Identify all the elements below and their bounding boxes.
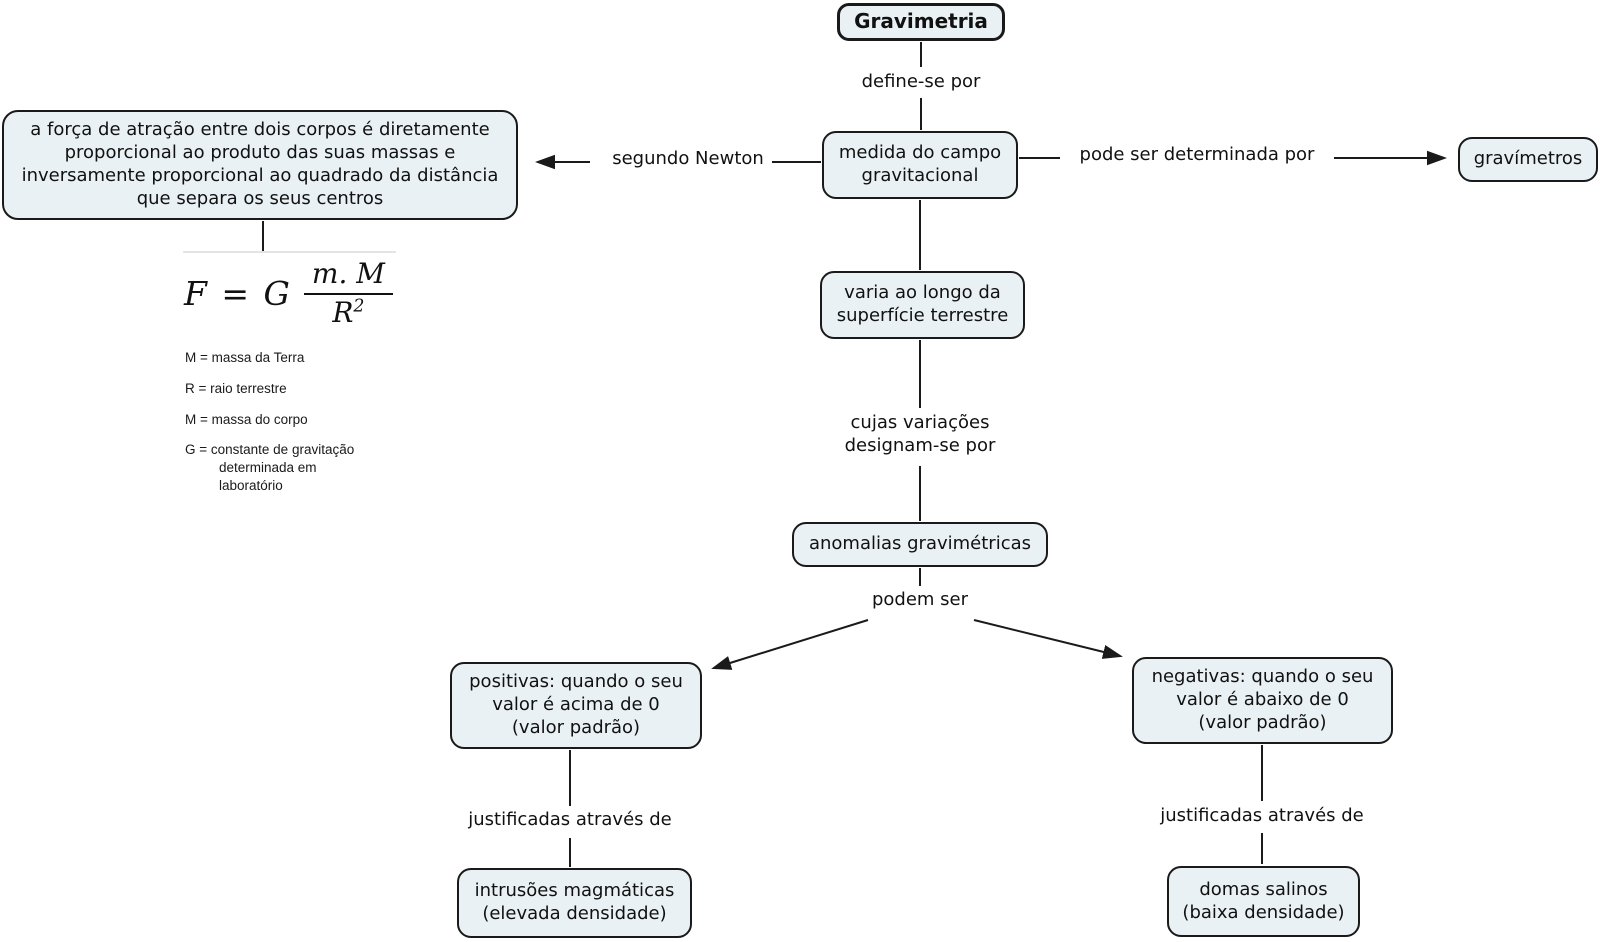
legend-item: G = constante de gravitação determinada … [185, 442, 355, 494]
link-label-cujas-variacoes: cujas variações designam-se por [844, 412, 996, 456]
formula-fraction: m. M R2 [303, 257, 393, 330]
link-label-define-se-por: define-se por [861, 71, 981, 92]
legend-item: M = massa do corpo [185, 411, 308, 427]
formula-legend: M = massa da Terra R = raio terrestre M … [185, 349, 415, 508]
node-gravimetros: gravímetros [1458, 137, 1598, 182]
node-varia-superficie: varia ao longo da superfície terrestre [820, 271, 1025, 339]
formula-numerator: m. M [303, 257, 393, 296]
node-anomalias-gravimetricas: anomalias gravimétricas [792, 522, 1048, 567]
link-label-justificadas-right: justificadas através de [1160, 805, 1364, 826]
link-label-segundo-newton: segundo Newton [612, 148, 764, 169]
legend-item: M = massa da Terra [185, 350, 305, 365]
node-newton-law: a força de atração entre dois corpos é d… [2, 110, 518, 220]
formula-newton-gravitation: F = G m. M R2 [184, 257, 393, 330]
node-intrusoes-magmaticas: intrusões magmáticas (elevada densidade) [457, 868, 692, 938]
link-label-justificadas-left: justificadas através de [468, 809, 672, 830]
node-gravimetria: Gravimetria [837, 3, 1005, 41]
legend-item: R = raio terrestre [185, 380, 287, 396]
node-anomalias-positivas: positivas: quando o seu valor é acima de… [450, 662, 702, 749]
link-label-podem-ser: podem ser [871, 589, 969, 610]
link-label-pode-ser-determinada-por: pode ser determinada por [1079, 144, 1315, 165]
node-domas-salinos: domas salinos (baixa densidade) [1167, 866, 1360, 937]
node-anomalias-negativas: negativas: quando o seu valor é abaixo d… [1132, 657, 1393, 744]
formula-denominator: R2 [332, 296, 365, 330]
formula-lhs: F = G [184, 274, 292, 314]
node-medida-campo-gravitacional: medida do campo gravitacional [822, 131, 1018, 199]
